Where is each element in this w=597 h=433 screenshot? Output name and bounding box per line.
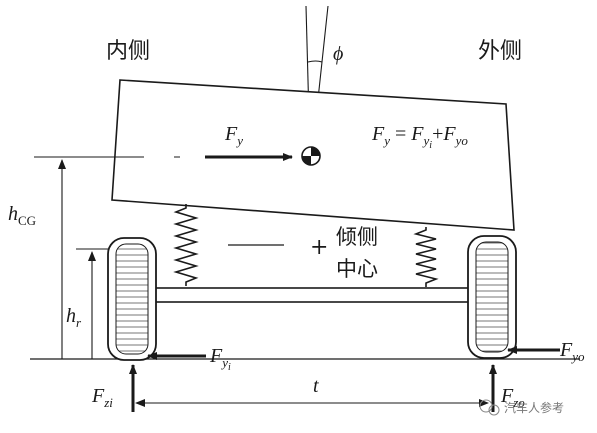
roll-center-label-line2: 中心 [336,257,378,281]
watermark: 汽车人参考 [479,399,564,416]
roll-center-mark: + [310,235,328,260]
roll-angle-symbol: ϕ [333,43,343,65]
outer-suspension-spring [413,227,439,287]
outer-wheel [467,235,517,359]
outer-side-label: 外侧 [478,39,522,64]
force-equation: Fy = Fyi+Fyo [371,123,468,151]
roll-center-label-line1: 倾侧 [336,225,378,249]
inner-vertical-force-label: Fzi [91,385,113,410]
roll-angle-arc [307,60,323,63]
lateral-force-label: Fy [224,123,243,148]
inner-suspension-spring [173,204,199,286]
center-of-gravity-symbol [301,146,321,166]
inner-wheel [107,237,157,361]
track-label: t [313,375,319,397]
inner-lateral-force-label: Fyi [209,345,231,373]
cg-height-label: hCG [8,203,36,228]
axle-beam [149,287,481,303]
rc-height-label: hr [66,305,82,330]
outer-vertical-force-label: Fzo [500,385,525,410]
watermark-text: 汽车人参考 [504,400,564,415]
inner-side-label: 内侧 [106,39,150,64]
outer-lateral-force-label: Fyo [559,339,585,364]
